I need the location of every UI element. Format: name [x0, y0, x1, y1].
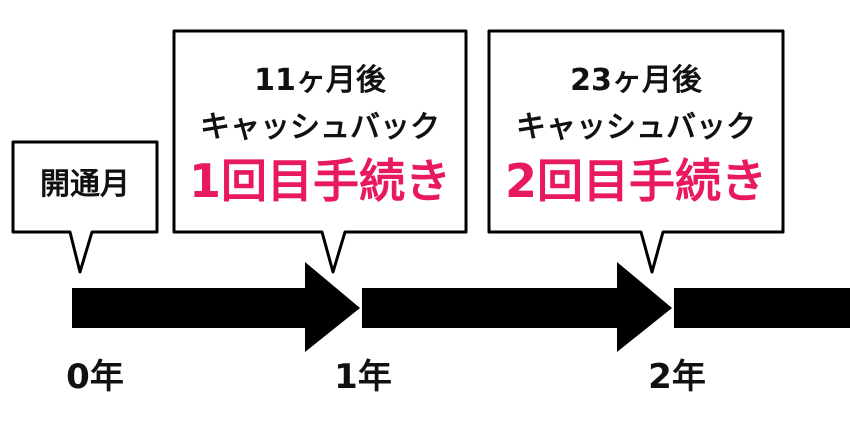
- second-months-after-label: 23ヶ月後: [570, 63, 702, 98]
- second-cashback-label: キャッシュバック: [516, 110, 756, 145]
- arrow-year-0-to-1: [72, 262, 360, 352]
- opening-month-label: 開通月: [40, 167, 130, 202]
- second-procedure-label: 2回目手続き: [504, 154, 767, 208]
- year-0-label: 0年: [66, 357, 124, 397]
- first-procedure-label: 1回目手続き: [188, 154, 451, 208]
- timeline-bar-tail: [674, 288, 850, 328]
- bubble-opening-month: [11, 140, 159, 274]
- arrow-year-1-to-2: [362, 262, 672, 352]
- bubble-second-procedure: [487, 29, 785, 274]
- year-2-label: 2年: [648, 357, 706, 397]
- year-1-label: 1年: [334, 357, 392, 397]
- bubble-first-procedure: [172, 29, 468, 274]
- first-months-after-label: 11ヶ月後: [254, 63, 386, 98]
- first-cashback-label: キャッシュバック: [200, 110, 440, 145]
